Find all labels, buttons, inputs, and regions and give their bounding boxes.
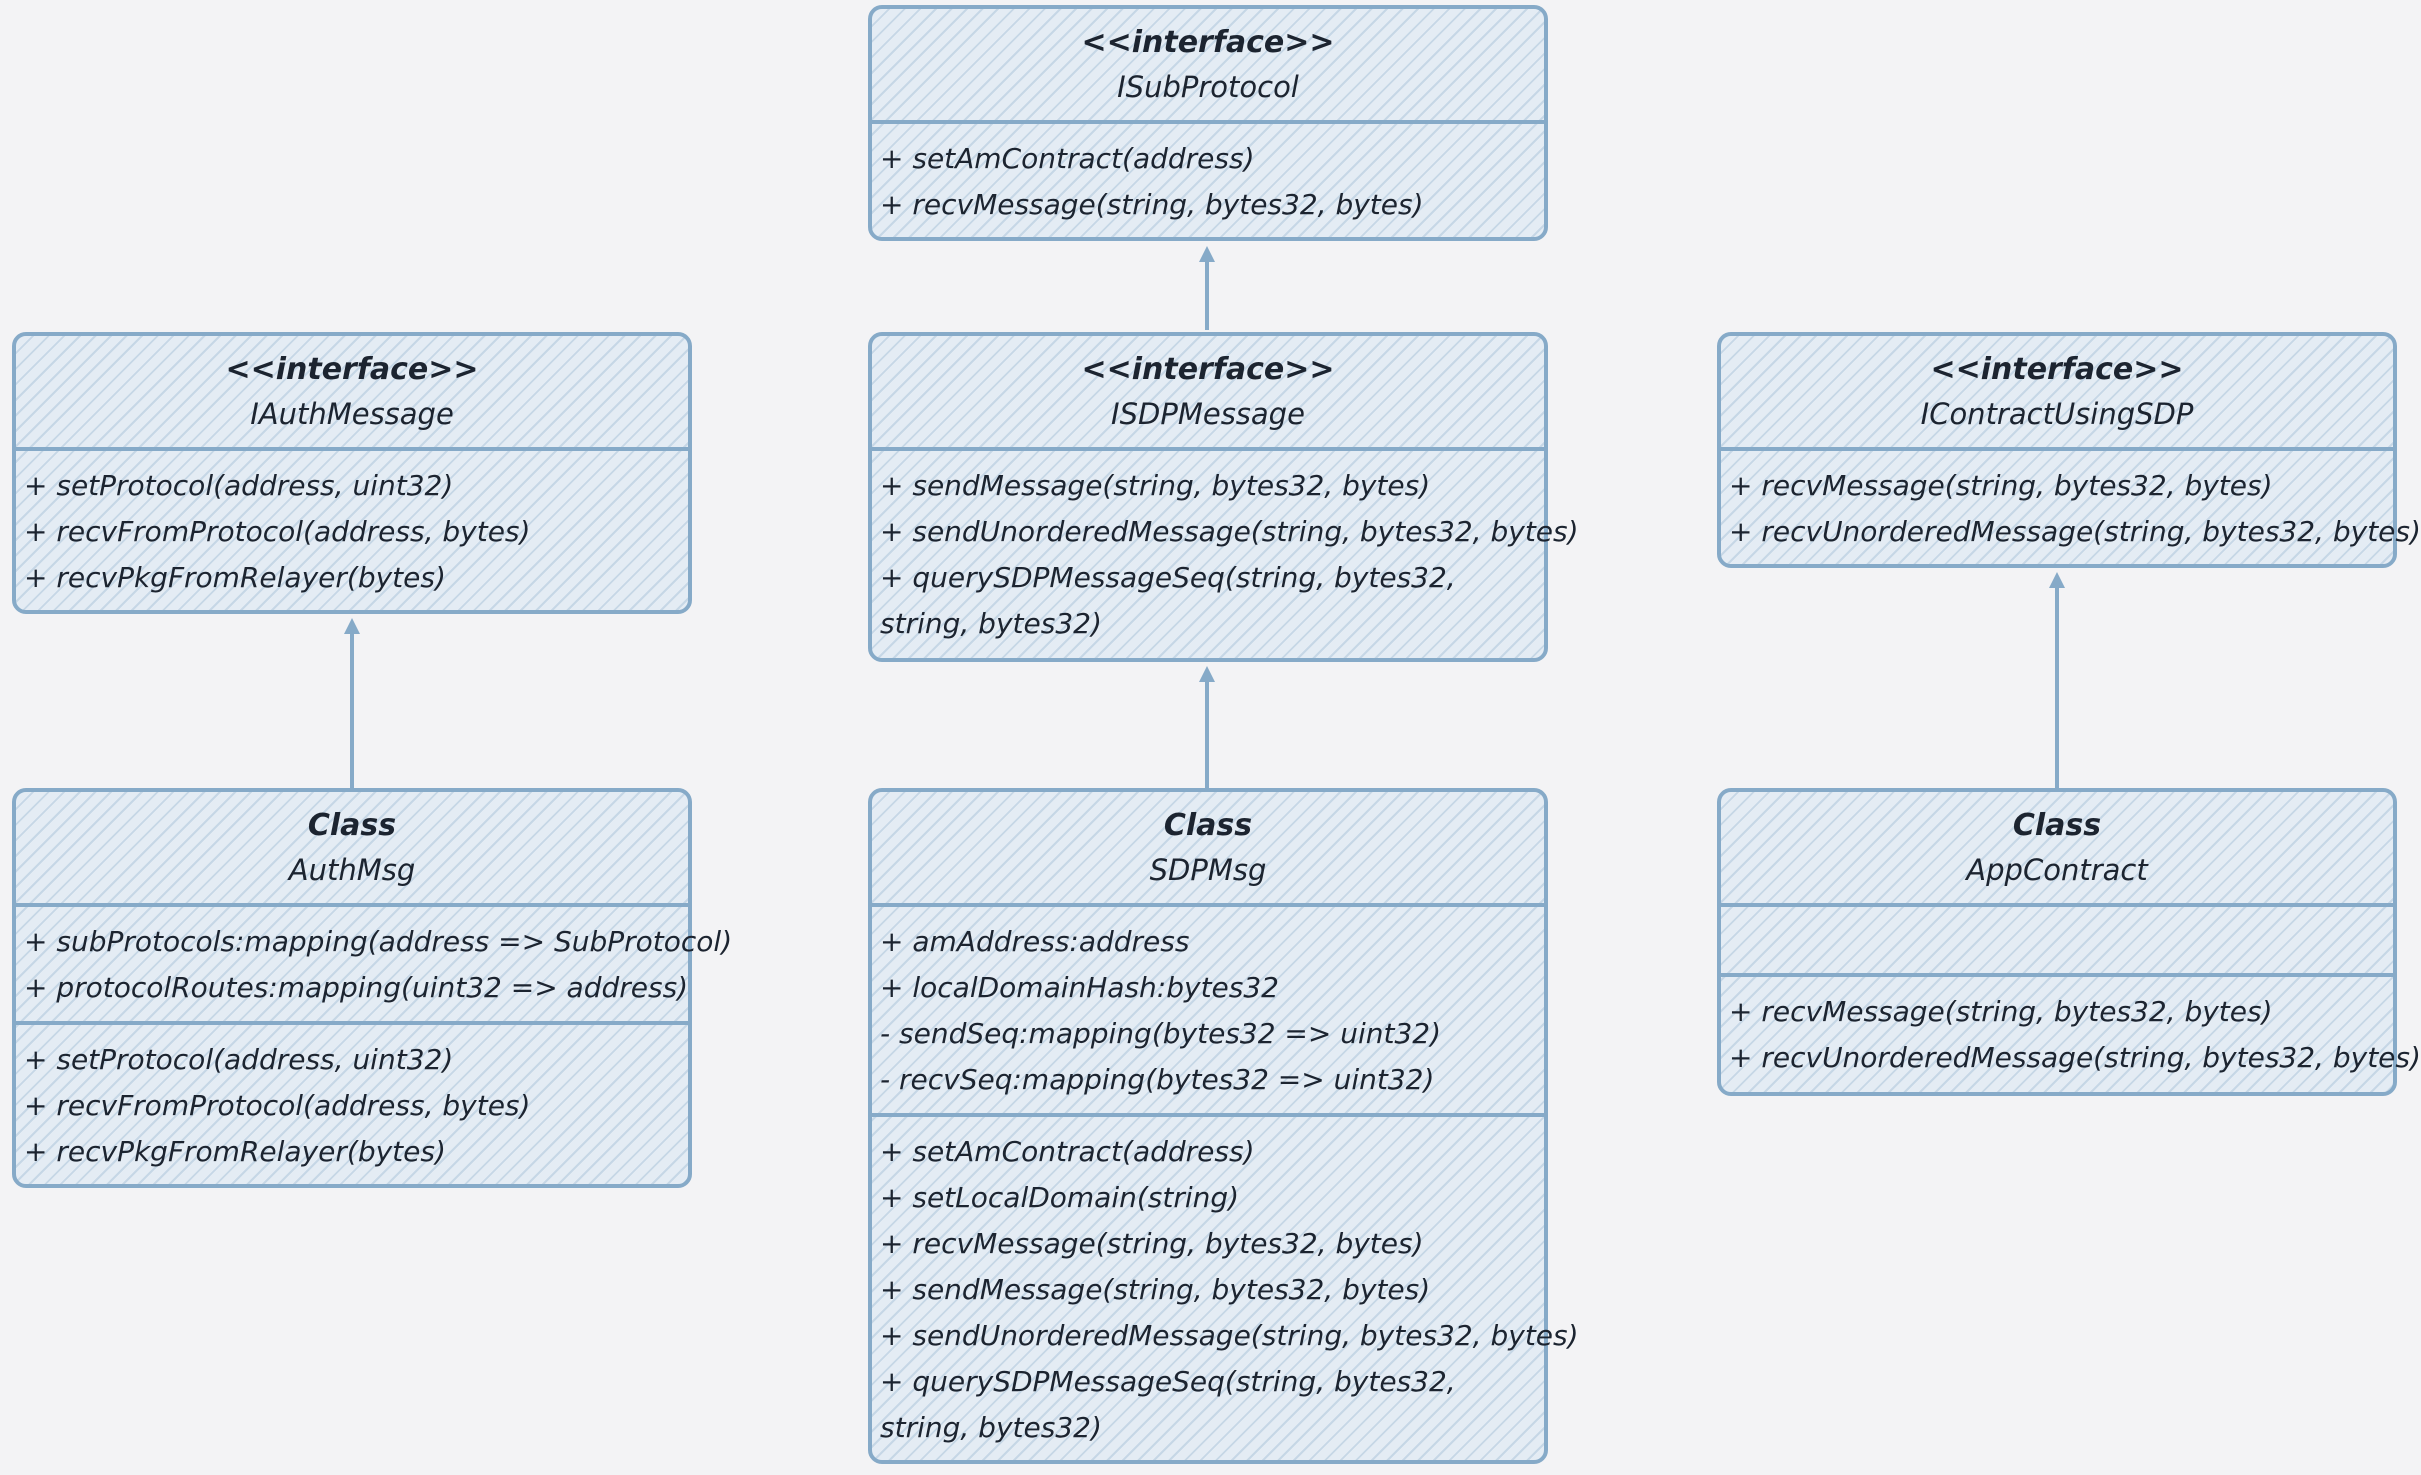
class-name: AuthMsg bbox=[288, 853, 416, 887]
uml-class-authmsg[interactable]: Class AuthMsg + subProtocols:mapping(add… bbox=[12, 788, 733, 1188]
method-item: + recvUnorderedMessage(string, bytes32, … bbox=[1729, 515, 2421, 548]
method-item: + setProtocol(address, uint32) bbox=[24, 1043, 454, 1076]
method-item: + setLocalDomain(string) bbox=[880, 1181, 1240, 1214]
method-item: + querySDPMessageSeq(string, bytes32, st… bbox=[880, 561, 1456, 640]
method-list: + recvMessage(string, bytes32, bytes) + … bbox=[1721, 451, 2421, 565]
method-item: + sendMessage(string, bytes32, bytes) bbox=[880, 1273, 1431, 1306]
method-item: + querySDPMessageSeq(string, bytes32, st… bbox=[880, 1365, 1456, 1444]
interface-name: IAuthMessage bbox=[250, 397, 454, 431]
uml-header: <<interface>> ISDPMessage bbox=[872, 336, 1544, 451]
method-item: + recvMessage(string, bytes32, bytes) bbox=[880, 1227, 1424, 1260]
interface-name: IContractUsingSDP bbox=[1920, 397, 2194, 431]
stereotype-label: Class bbox=[1163, 808, 1253, 843]
method-list: + setAmContract(address) + recvMessage(s… bbox=[872, 124, 1544, 238]
edge-appcontract-to-icontractusingsdp bbox=[2049, 572, 2065, 788]
method-item: + recvMessage(string, bytes32, bytes) bbox=[880, 188, 1424, 221]
stereotype-label: <<interface>> bbox=[225, 352, 479, 387]
attribute-item: - recvSeq:mapping(bytes32 => uint32) bbox=[880, 1063, 1435, 1096]
method-item: + recvPkgFromRelayer(bytes) bbox=[24, 561, 446, 594]
stereotype-label: <<interface>> bbox=[1081, 352, 1335, 387]
edge-authmsg-to-iauthmessage bbox=[344, 618, 360, 788]
interface-name: ISDPMessage bbox=[1111, 397, 1305, 431]
class-name: SDPMsg bbox=[1149, 853, 1267, 887]
method-item: + recvFromProtocol(address, bytes) bbox=[24, 515, 531, 548]
uml-header: <<interface>> ISubProtocol bbox=[872, 9, 1544, 124]
uml-interface-isubprotocol[interactable]: <<interface>> ISubProtocol + setAmContra… bbox=[868, 5, 1548, 241]
method-item: + setAmContract(address) bbox=[880, 1135, 1255, 1168]
attribute-item: - sendSeq:mapping(bytes32 => uint32) bbox=[880, 1017, 1442, 1050]
method-item: + recvMessage(string, bytes32, bytes) bbox=[1729, 469, 2273, 502]
stereotype-label: <<interface>> bbox=[1930, 352, 2184, 387]
method-item: + setProtocol(address, uint32) bbox=[24, 469, 454, 502]
uml-class-appcontract[interactable]: Class AppContract + recvMessage(string, … bbox=[1717, 788, 2421, 1096]
interface-name: ISubProtocol bbox=[1117, 70, 1299, 104]
method-item: + recvFromProtocol(address, bytes) bbox=[24, 1089, 531, 1122]
method-list: + recvMessage(string, bytes32, bytes) + … bbox=[1721, 977, 2421, 1091]
uml-header: <<interface>> IContractUsingSDP bbox=[1721, 336, 2393, 451]
method-item: + sendUnorderedMessage(string, bytes32, … bbox=[880, 515, 1579, 548]
uml-header: <<interface>> IAuthMessage bbox=[16, 336, 688, 451]
stereotype-label: <<interface>> bbox=[1081, 25, 1335, 60]
edge-isdpmessage-to-isubprotocol bbox=[1199, 246, 1215, 330]
uml-interface-isdpmessage[interactable]: <<interface>> ISDPMessage + sendMessage(… bbox=[868, 332, 1579, 662]
uml-header: Class AppContract bbox=[1721, 792, 2393, 907]
attribute-item: + amAddress:address bbox=[880, 925, 1190, 958]
uml-header: Class SDPMsg bbox=[872, 792, 1544, 907]
uml-header: Class AuthMsg bbox=[16, 792, 688, 907]
edge-sdpmsg-to-isdpmessage bbox=[1199, 666, 1215, 788]
attribute-list: + subProtocols:mapping(address => SubPro… bbox=[16, 907, 733, 1025]
method-list: + sendMessage(string, bytes32, bytes) + … bbox=[872, 451, 1579, 657]
attribute-list: + amAddress:address + localDomainHash:by… bbox=[872, 907, 1544, 1117]
method-item: + sendMessage(string, bytes32, bytes) bbox=[880, 469, 1431, 502]
method-list: + setProtocol(address, uint32) + recvFro… bbox=[16, 1025, 688, 1185]
attribute-item: + localDomainHash:bytes32 bbox=[880, 971, 1279, 1004]
stereotype-label: Class bbox=[2012, 808, 2102, 843]
uml-interface-icontractusingsdp[interactable]: <<interface>> IContractUsingSDP + recvMe… bbox=[1717, 332, 2421, 568]
method-item: + recvUnorderedMessage(string, bytes32, … bbox=[1729, 1041, 2421, 1074]
method-item: + recvPkgFromRelayer(bytes) bbox=[24, 1135, 446, 1168]
class-name: AppContract bbox=[1966, 853, 2148, 887]
attribute-list-empty bbox=[1721, 907, 2393, 977]
uml-class-sdpmsg[interactable]: Class SDPMsg + amAddress:address + local… bbox=[868, 788, 1579, 1464]
stereotype-label: Class bbox=[307, 808, 397, 843]
method-list: + setAmContract(address) + setLocalDomai… bbox=[872, 1117, 1579, 1461]
attribute-item: + subProtocols:mapping(address => SubPro… bbox=[24, 925, 733, 958]
method-item: + sendUnorderedMessage(string, bytes32, … bbox=[880, 1319, 1579, 1352]
uml-interface-iauthmessage[interactable]: <<interface>> IAuthMessage + setProtocol… bbox=[12, 332, 692, 614]
method-item: + setAmContract(address) bbox=[880, 142, 1255, 175]
method-item: + recvMessage(string, bytes32, bytes) bbox=[1729, 995, 2273, 1028]
attribute-item: + protocolRoutes:mapping(uint32 => addre… bbox=[24, 971, 689, 1004]
method-list: + setProtocol(address, uint32) + recvFro… bbox=[16, 451, 688, 611]
